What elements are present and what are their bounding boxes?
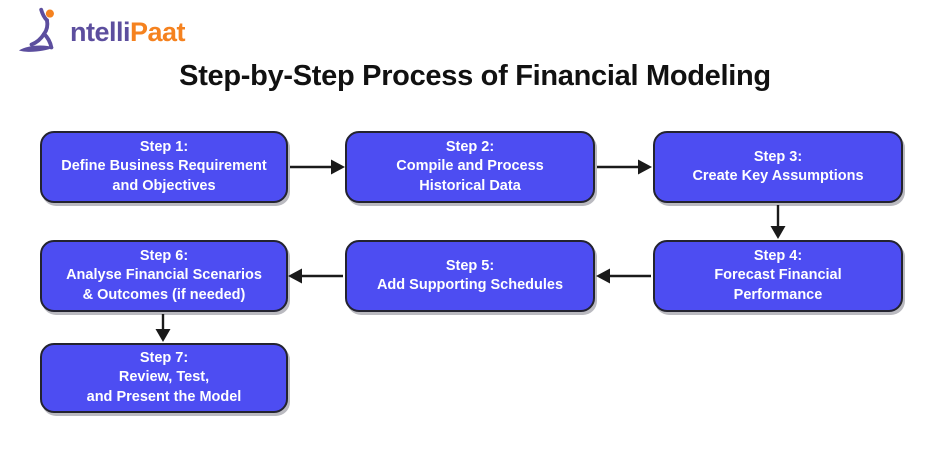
step-1-description: Define Business Requirement and Objectiv… [61,158,267,194]
step-4-title: Step 4: [753,248,803,265]
step-box-3: Step 3: Create Key Assumptions [653,131,903,203]
arrow-step-5-to-6-icon [288,268,343,284]
intellipaat-logo: ntelliPaat [18,6,186,56]
step-3-title: Step 3: [753,148,803,165]
step-box-6: Step 6: Analyse Financial Scenarios & Ou… [40,240,288,312]
arrow-step-3-to-4-icon [770,205,786,239]
arrow-step-4-to-5-icon [596,268,651,284]
step-box-1: Step 1: Define Business Requirement and … [40,131,288,203]
step-3-description: Create Key Assumptions [692,168,864,184]
logo-person-icon [18,7,54,52]
arrow-step-6-to-7-icon [155,314,171,342]
arrow-step-2-to-3-icon [597,159,652,175]
step-box-2: Step 2: Compile and Process Historical D… [345,131,595,203]
step-box-7: Step 7: Review, Test, and Present the Mo… [40,343,288,413]
logo-text-intelli: ntelli [70,17,131,47]
logo-wordmark: ntelliPaat [70,17,186,47]
step-4-description: Forecast Financial Performance [714,267,842,303]
step-box-4: Step 4: Forecast Financial Performance [653,240,903,312]
step-5-description: Add Supporting Schedules [376,277,564,293]
arrow-step-1-to-2-icon [290,159,345,175]
step-5-title: Step 5: [445,257,495,274]
step-6-title: Step 6: [139,248,189,265]
step-2-description: Compile and Process Historical Data [396,158,544,194]
step-7-description: Review, Test, and Present the Model [86,369,242,405]
logo-text-paat: Paat [130,17,186,47]
step-1-title: Step 1: [139,139,189,156]
step-box-5: Step 5: Add Supporting Schedules [345,240,595,312]
page-title: Step-by-Step Process of Financial Modeli… [179,60,771,92]
step-7-title: Step 7: [139,350,189,367]
step-2-title: Step 2: [445,139,495,156]
step-6-description: Analyse Financial Scenarios & Outcomes (… [66,267,262,303]
